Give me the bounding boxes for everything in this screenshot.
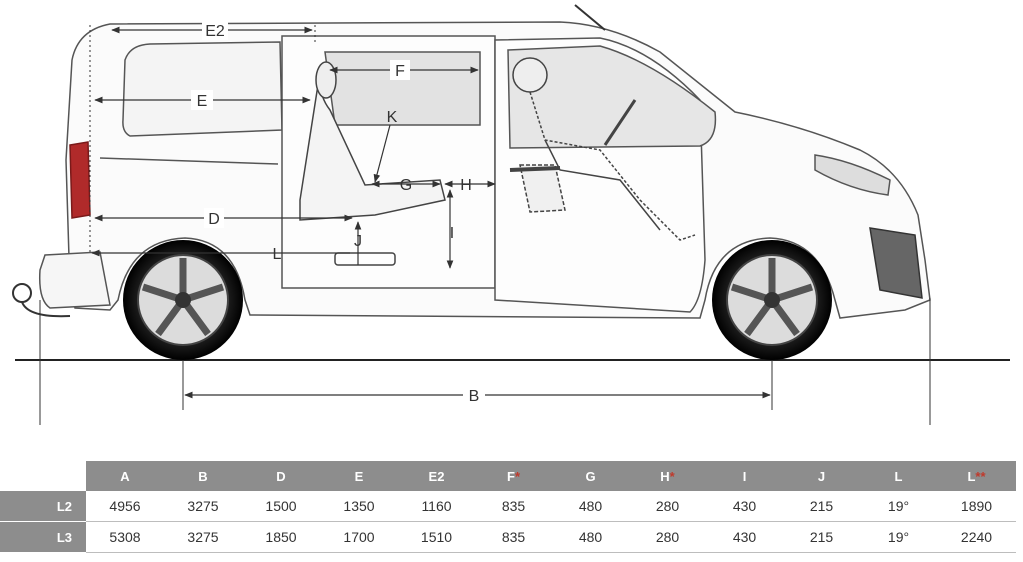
table-cell: 5308	[86, 521, 164, 553]
column-header-label: L	[967, 468, 976, 484]
row-label: L3	[0, 521, 86, 553]
column-header: L	[860, 461, 937, 491]
column-header: E2	[398, 461, 475, 491]
column-header-label: E	[354, 468, 364, 484]
column-header: A	[86, 461, 164, 491]
table-cell: 3275	[164, 521, 242, 553]
label-e2: E2	[205, 23, 225, 40]
table-cell: 215	[783, 521, 860, 553]
table-cell: 1510	[398, 521, 475, 553]
label-k: K	[387, 109, 398, 126]
column-header: L**	[937, 461, 1016, 491]
front-wheel	[712, 240, 832, 360]
column-header-label: G	[585, 468, 596, 484]
table-cell: 280	[629, 521, 706, 553]
column-header: F*	[475, 461, 552, 491]
table-cell: 480	[552, 521, 629, 553]
table-cell: 835	[475, 491, 552, 522]
footnote-mark: **	[975, 468, 986, 484]
footnote-mark: *	[669, 468, 675, 484]
column-header-label: H	[660, 468, 670, 484]
column-header: J	[783, 461, 860, 491]
table-cell: 430	[706, 521, 783, 553]
column-header-label: F	[506, 468, 515, 484]
table-cell: 430	[706, 491, 783, 522]
column-header-label: I	[742, 468, 747, 484]
column-header: E	[320, 461, 398, 491]
label-e: E	[197, 93, 208, 110]
table-corner	[0, 461, 86, 491]
table-cell: 215	[783, 491, 860, 522]
column-header-label: J	[817, 468, 826, 484]
row-label: L2	[0, 491, 86, 522]
table-cell: 1500	[242, 491, 320, 522]
table-cell: 1700	[320, 521, 398, 553]
column-header: D	[242, 461, 320, 491]
table-cell: 1160	[398, 491, 475, 522]
table-cell: 19°	[860, 491, 937, 522]
table-cell: 1850	[242, 521, 320, 553]
table-cell: 3275	[164, 491, 242, 522]
table-cell: 1890	[937, 491, 1016, 522]
label-f: F	[395, 63, 405, 80]
label-b: B	[469, 388, 480, 405]
column-header-label: A	[120, 468, 130, 484]
table-cell: 19°	[860, 521, 937, 553]
column-header-label: E2	[428, 468, 445, 484]
label-j: J	[354, 233, 362, 250]
table-cell: 480	[552, 491, 629, 522]
rear-wheel	[123, 240, 243, 360]
column-header: I	[706, 461, 783, 491]
label-g: G	[400, 177, 412, 194]
label-h: H	[460, 177, 472, 194]
column-header-label: D	[276, 468, 286, 484]
table-cell: 280	[629, 491, 706, 522]
van-body	[12, 21, 931, 319]
label-i: I	[450, 225, 454, 242]
table-cell: 4956	[86, 491, 164, 522]
table-cell: 835	[475, 521, 552, 553]
column-header: G	[552, 461, 629, 491]
column-header: H*	[629, 461, 706, 491]
column-header-label: B	[198, 468, 208, 484]
dim-line-k	[373, 124, 391, 183]
label-d: D	[208, 211, 220, 228]
footnote-mark: *	[514, 468, 520, 484]
column-header: B	[164, 461, 242, 491]
table-cell: 2240	[937, 521, 1016, 553]
label-l: L	[273, 246, 282, 263]
van-dimension-diagram: E2 E F K G H D J I L B	[12, 4, 1010, 425]
table-cell: 1350	[320, 491, 398, 522]
column-header-label: L	[894, 468, 903, 484]
